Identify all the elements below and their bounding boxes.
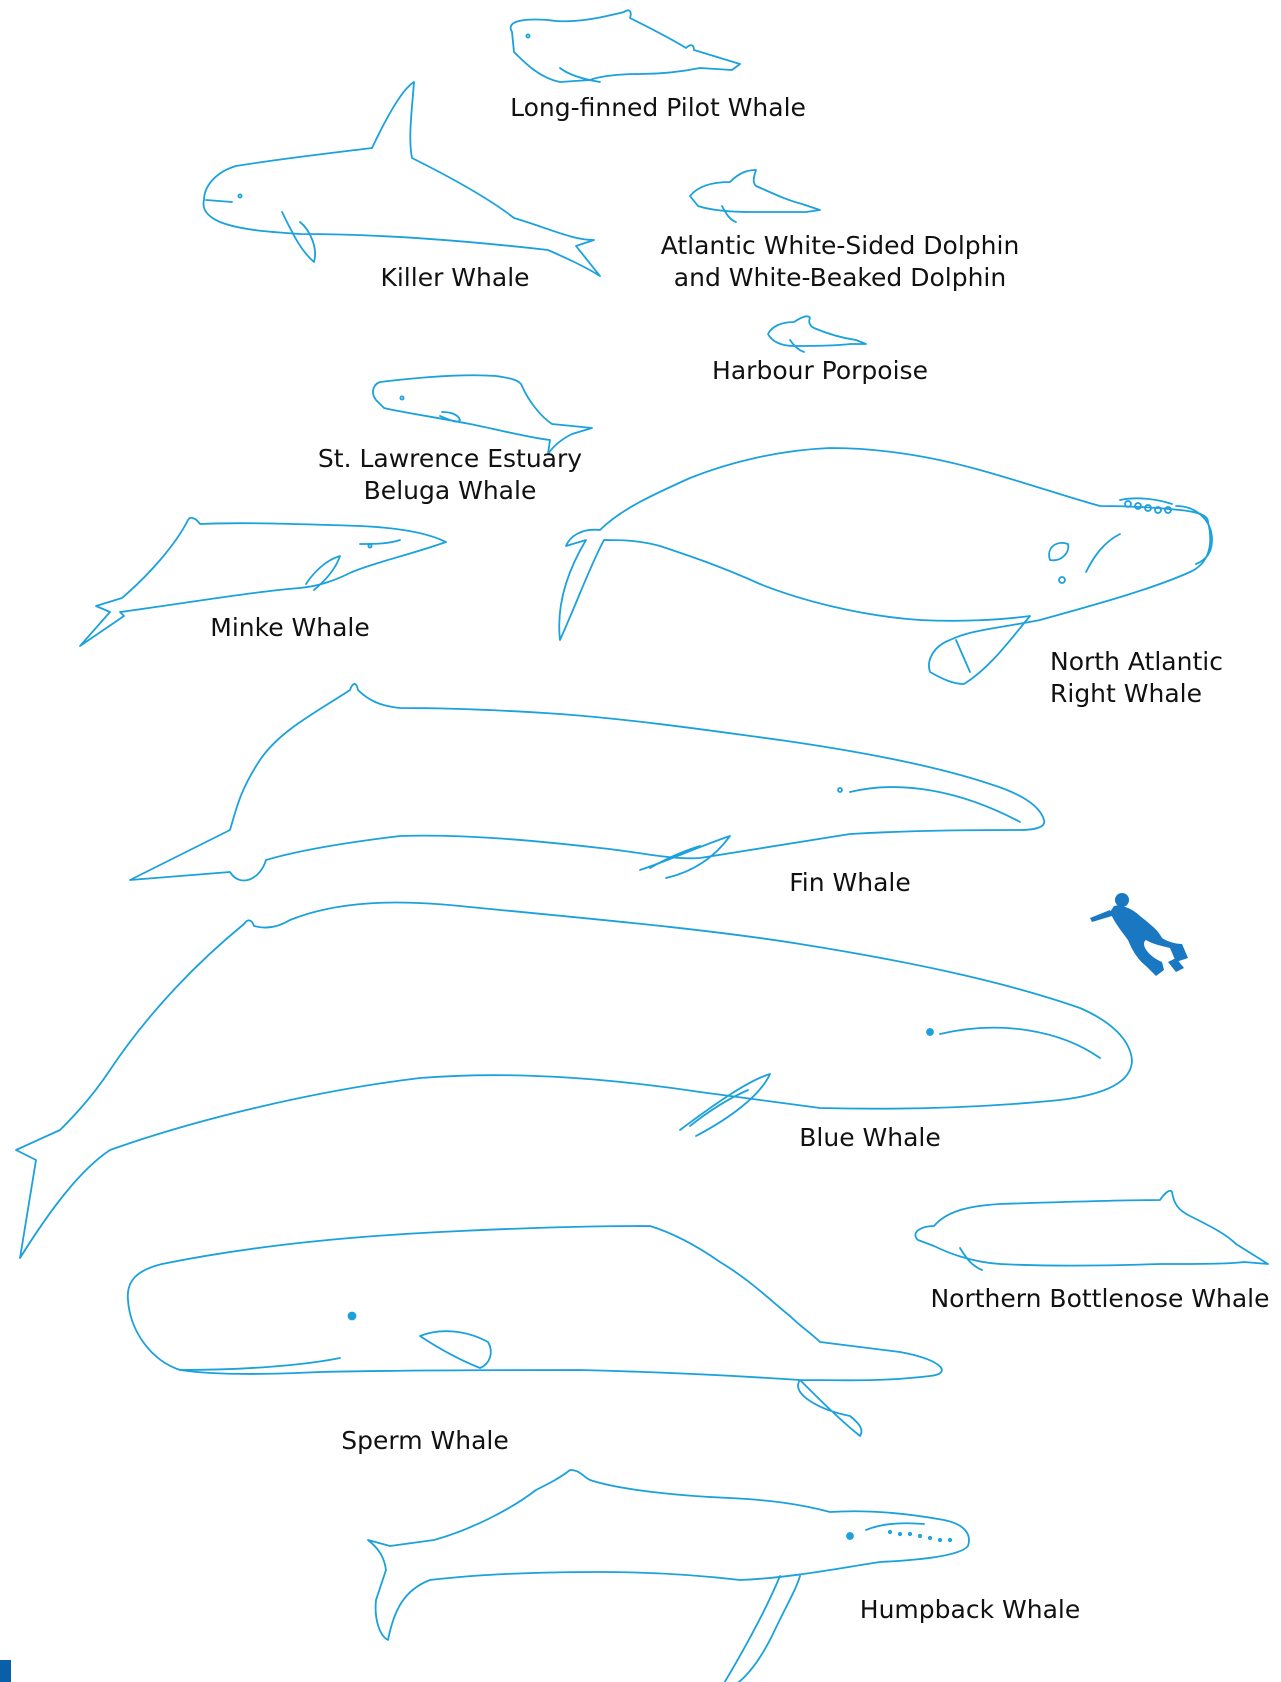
- sperm-whale-outline: [128, 1226, 942, 1436]
- label-right-whale: North Atlantic Right Whale: [1050, 646, 1270, 710]
- label-killer-whale: Killer Whale: [340, 262, 570, 294]
- bottlenose-whale-outline: [915, 1191, 1268, 1270]
- label-blue-whale: Blue Whale: [770, 1122, 970, 1154]
- label-harbour-porpoise: Harbour Porpoise: [690, 355, 950, 387]
- blue-whale-outline: [16, 903, 1132, 1258]
- label-fin-whale: Fin Whale: [760, 867, 940, 899]
- fin-whale-outline: [130, 684, 1044, 881]
- corner-bar: [0, 1660, 11, 1682]
- right-whale-line2: Right Whale: [1050, 678, 1270, 710]
- pilot-whale-outline: [511, 10, 740, 82]
- label-dolphins: Atlantic White-Sided Dolphin and White-B…: [630, 230, 1050, 294]
- dolphin-name-line1: Atlantic White-Sided Dolphin: [630, 230, 1050, 262]
- fin-whale-name: Fin Whale: [760, 867, 940, 899]
- blue-whale-name: Blue Whale: [770, 1122, 970, 1154]
- humpback-whale-name: Humpback Whale: [840, 1594, 1100, 1626]
- right-whale-line1: North Atlantic: [1050, 646, 1270, 678]
- label-beluga: St. Lawrence Estuary Beluga Whale: [300, 443, 600, 507]
- sperm-whale-name: Sperm Whale: [320, 1425, 530, 1457]
- beluga-name-line2: Beluga Whale: [300, 475, 600, 507]
- humpback-whale-outline: [368, 1470, 969, 1682]
- killer-whale-name: Killer Whale: [340, 262, 570, 294]
- label-minke-whale: Minke Whale: [180, 612, 400, 644]
- label-bottlenose-whale: Northern Bottlenose Whale: [925, 1283, 1275, 1315]
- label-sperm-whale: Sperm Whale: [320, 1425, 530, 1457]
- bottlenose-whale-name: Northern Bottlenose Whale: [925, 1283, 1275, 1315]
- beluga-name-line1: St. Lawrence Estuary: [300, 443, 600, 475]
- scuba-diver-icon: [1090, 893, 1188, 976]
- dolphin-outline: [690, 170, 820, 222]
- minke-whale-name: Minke Whale: [180, 612, 400, 644]
- pilot-whale-name: Long-finned Pilot Whale: [488, 92, 828, 124]
- label-humpback-whale: Humpback Whale: [840, 1594, 1100, 1626]
- dolphin-name-line2: and White-Beaked Dolphin: [630, 262, 1050, 294]
- porpoise-name: Harbour Porpoise: [690, 355, 950, 387]
- label-pilot-whale: Long-finned Pilot Whale: [488, 92, 828, 124]
- porpoise-outline: [768, 316, 866, 352]
